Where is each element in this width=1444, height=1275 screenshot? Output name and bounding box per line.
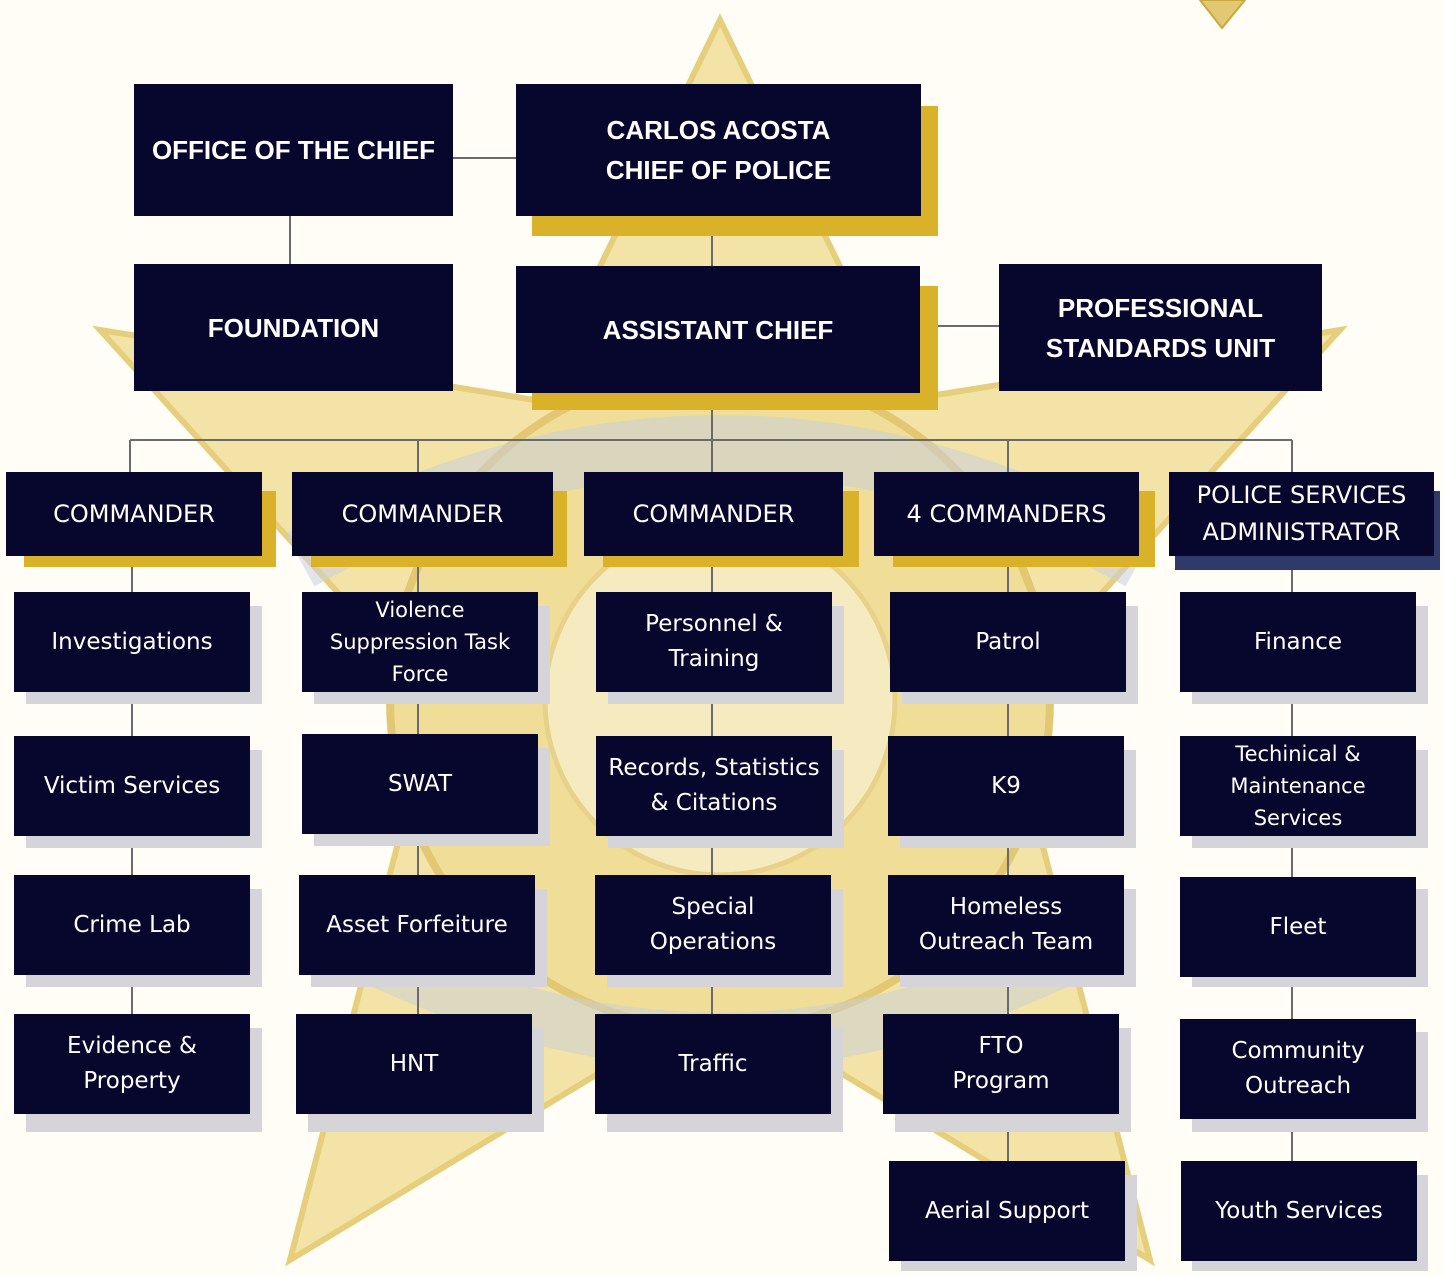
- aerial-support-label: Aerial Support: [924, 1197, 1090, 1224]
- personnel-training-box[interactable]: Personnel & Training: [596, 592, 832, 692]
- traffic-box[interactable]: Traffic: [595, 1014, 831, 1114]
- crime-lab-label: Crime Lab: [73, 911, 191, 938]
- finance-box[interactable]: Finance: [1180, 592, 1416, 692]
- investigations-label: Investigations: [51, 628, 213, 655]
- patrol-box[interactable]: Patrol: [890, 592, 1126, 692]
- professional-standards-label: PROFESSIONAL STANDARDS UNIT: [1045, 292, 1276, 363]
- commander-3-label: COMMANDER: [632, 499, 795, 528]
- youth-services-label: Youth Services: [1215, 1197, 1383, 1224]
- finance-label: Finance: [1254, 628, 1342, 655]
- special-operations-label: Special Operations: [649, 894, 777, 955]
- commander-1-label: COMMANDER: [53, 499, 215, 528]
- fto-program-box[interactable]: FTO Program: [883, 1014, 1119, 1114]
- office-of-the-chief-box[interactable]: OFFICE OF THE CHIEF: [134, 84, 453, 216]
- assistant-chief-box[interactable]: ASSISTANT CHIEF: [516, 266, 920, 393]
- homeless-outreach-label: Homeless Outreach Team: [918, 894, 1094, 955]
- hnt-label: HNT: [389, 1050, 439, 1077]
- asset-forfeiture-label: Asset Forfeiture: [326, 911, 508, 938]
- special-operations-box[interactable]: Special Operations: [595, 875, 831, 975]
- technical-maintenance-box[interactable]: Techinical & Maintenance Services: [1180, 736, 1416, 836]
- commander-2-label: COMMANDER: [341, 499, 504, 528]
- victim-services-box[interactable]: Victim Services: [14, 736, 250, 836]
- police-services-admin-label: POLICE SERVICES ADMINISTRATOR: [1196, 481, 1407, 546]
- swat-label: SWAT: [387, 770, 453, 797]
- commander-1-box[interactable]: COMMANDER: [6, 472, 262, 556]
- swat-box[interactable]: SWAT: [302, 734, 538, 834]
- records-box[interactable]: Records, Statistics & Citations: [596, 736, 832, 836]
- community-outreach-label: Community Outreach: [1231, 1038, 1365, 1099]
- chief-of-police-box[interactable]: CARLOS ACOSTA CHIEF OF POLICE: [516, 84, 921, 216]
- commander-3-box[interactable]: COMMANDER: [584, 472, 843, 556]
- records-label: Records, Statistics & Citations: [608, 755, 820, 816]
- foundation-label: FOUNDATION: [207, 312, 380, 343]
- investigations-box[interactable]: Investigations: [14, 592, 250, 692]
- fleet-label: Fleet: [1269, 913, 1327, 940]
- commanders-4-label: 4 COMMANDERS: [906, 499, 1107, 528]
- fto-program-label: FTO Program: [952, 1033, 1050, 1094]
- traffic-label: Traffic: [678, 1050, 748, 1077]
- office-of-the-chief-label: OFFICE OF THE CHIEF: [151, 135, 436, 165]
- police-services-admin-box[interactable]: POLICE SERVICES ADMINISTRATOR: [1169, 472, 1434, 556]
- patrol-label: Patrol: [975, 628, 1041, 655]
- community-outreach-box[interactable]: Community Outreach: [1180, 1019, 1416, 1119]
- assistant-chief-label: ASSISTANT CHIEF: [602, 314, 834, 345]
- violence-suppression-box[interactable]: Violence Suppression Task Force: [302, 592, 538, 692]
- professional-standards-box[interactable]: PROFESSIONAL STANDARDS UNIT: [999, 264, 1322, 391]
- k9-box[interactable]: K9: [888, 736, 1124, 836]
- evidence-property-box[interactable]: Evidence & Property: [14, 1014, 250, 1114]
- k9-label: K9: [991, 772, 1021, 799]
- evidence-property-label: Evidence & Property: [67, 1033, 197, 1094]
- personnel-training-label: Personnel & Training: [645, 611, 783, 672]
- commanders-4-box[interactable]: 4 COMMANDERS: [874, 472, 1139, 556]
- chief-of-police-label: CARLOS ACOSTA CHIEF OF POLICE: [605, 115, 832, 185]
- violence-suppression-label: Violence Suppression Task Force: [329, 598, 511, 686]
- fleet-box[interactable]: Fleet: [1180, 877, 1416, 977]
- youth-services-box[interactable]: Youth Services: [1181, 1161, 1417, 1261]
- homeless-outreach-box[interactable]: Homeless Outreach Team: [888, 875, 1124, 975]
- technical-maintenance-label: Techinical & Maintenance Services: [1230, 742, 1366, 830]
- foundation-box[interactable]: FOUNDATION: [134, 264, 453, 391]
- crime-lab-box[interactable]: Crime Lab: [14, 875, 250, 975]
- hnt-box[interactable]: HNT: [296, 1014, 532, 1114]
- commander-2-box[interactable]: COMMANDER: [292, 472, 553, 556]
- victim-services-label: Victim Services: [43, 772, 221, 799]
- asset-forfeiture-box[interactable]: Asset Forfeiture: [299, 875, 535, 975]
- aerial-support-box[interactable]: Aerial Support: [889, 1161, 1125, 1261]
